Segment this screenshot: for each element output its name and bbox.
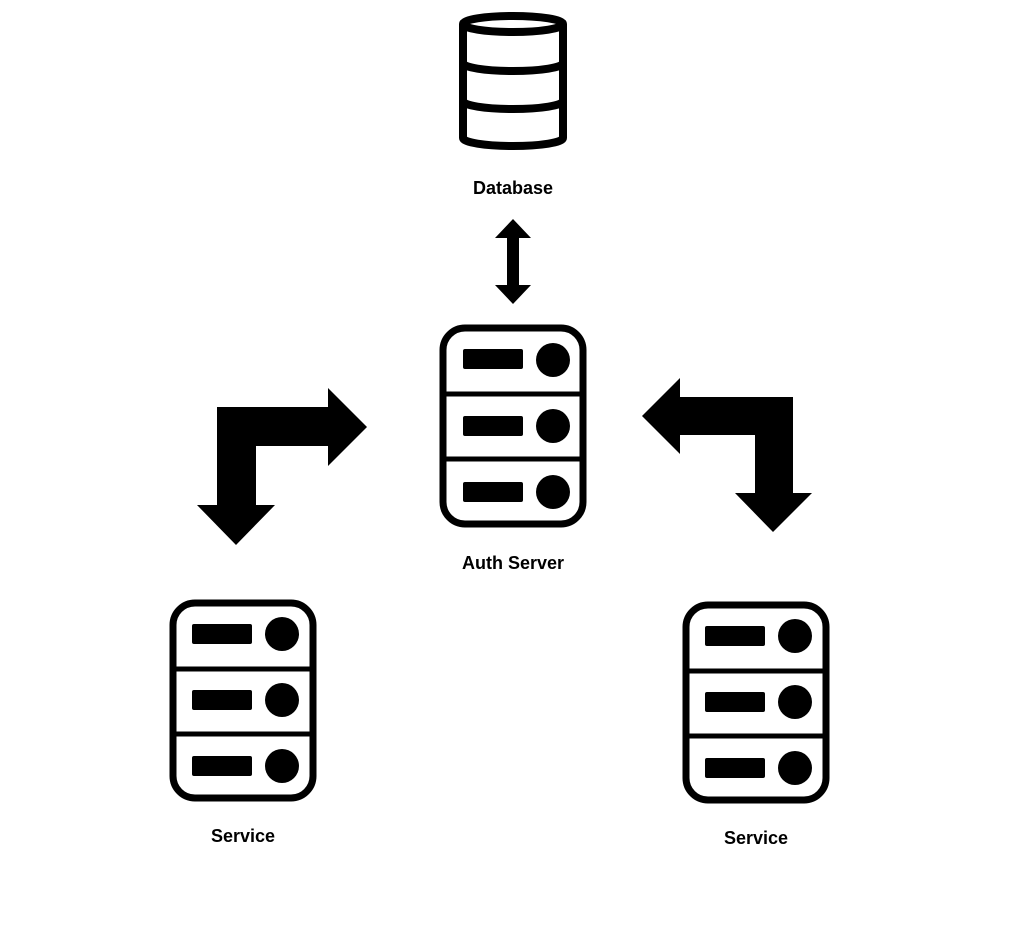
database-label: Database: [472, 178, 554, 198]
service-right-label: Service: [723, 828, 789, 848]
auth-right-service-bent-arrow: [642, 378, 812, 532]
auth-server-icon: [439, 324, 587, 528]
auth-server-label: Auth Server: [461, 553, 565, 573]
service-left-server-icon: [169, 599, 317, 802]
service-right-server-icon: [682, 601, 830, 804]
auth-left-service-bent-arrow: [197, 388, 367, 545]
database-icon: [459, 12, 567, 150]
db-auth-double-arrow: [495, 219, 531, 304]
service-left-label: Service: [210, 826, 276, 846]
